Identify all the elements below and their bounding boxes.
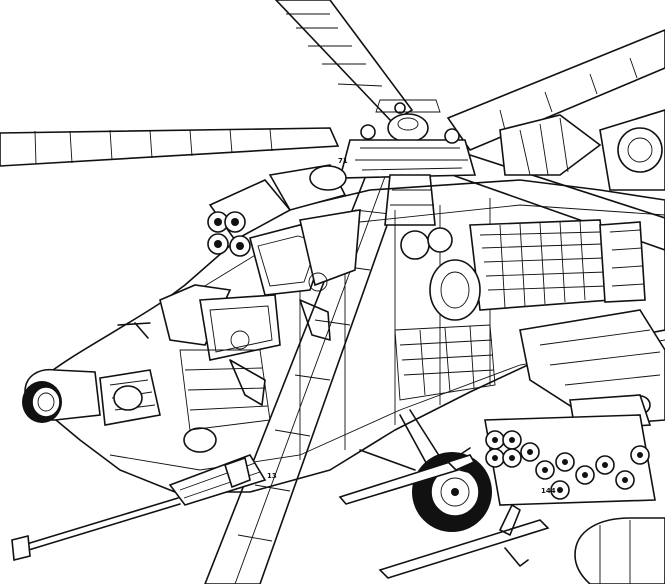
rocket-cluster-lower (484, 414, 656, 506)
nose-cannon (11, 454, 267, 562)
callout-numbers: 71 13 144 (267, 157, 556, 495)
callout-label: 13 (267, 472, 277, 480)
nose-antenna (117, 322, 151, 339)
nose-sensor-turret (22, 368, 217, 453)
missiles (338, 447, 550, 579)
callout-label: 144 (541, 487, 556, 495)
rocket-pods-upper (207, 164, 347, 257)
cockpit-canopy (159, 209, 361, 406)
internal-structure (179, 324, 496, 431)
external-tank (574, 517, 665, 584)
stub-wing (519, 309, 665, 431)
engine-gearbox (400, 109, 665, 321)
callout-label: 71 (338, 157, 348, 165)
